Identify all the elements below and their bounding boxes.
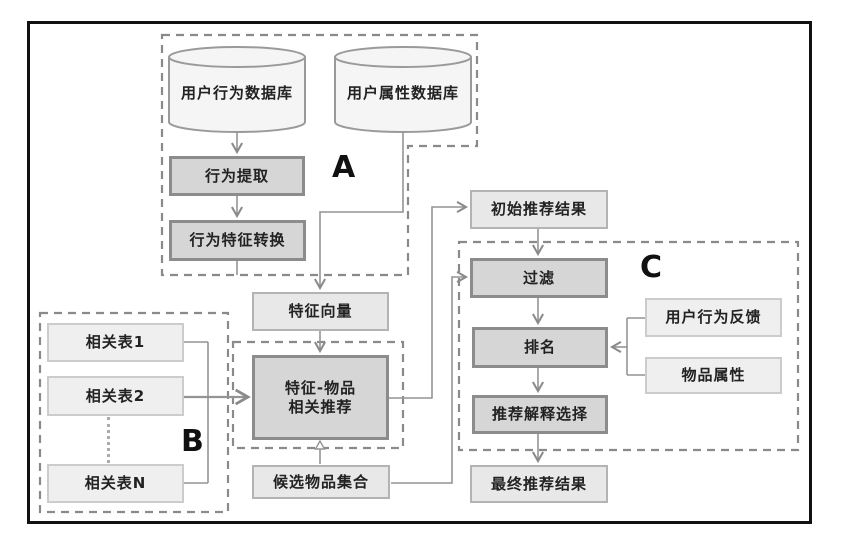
feature-item-recommend-label-line1: 特征-物品 xyxy=(284,378,357,397)
initial-results-label: 初始推荐结果 xyxy=(490,200,587,219)
user-attribute-database-label: 用户属性数据库 xyxy=(346,84,459,102)
behavior-extraction-label: 行为提取 xyxy=(204,166,269,185)
group-c-label: C xyxy=(640,250,663,285)
group-a-dashed-outline xyxy=(160,33,479,277)
ranking-box: 排名 xyxy=(472,327,608,368)
edge-candidate-to-filter xyxy=(391,270,469,484)
feature-vector-label: 特征向量 xyxy=(288,302,353,321)
group-b-dashed-outline xyxy=(38,311,230,514)
related-tables-ellipsis xyxy=(107,417,110,463)
edge-attrdb-to-featurevector xyxy=(313,133,404,291)
feature-item-recommend-label-line2: 相关推荐 xyxy=(288,397,353,416)
related-table-2-box: 相关表2 xyxy=(47,376,184,416)
explanation-selection-label: 推荐解释选择 xyxy=(491,405,588,424)
user-behavior-database: 用户行为数据库 xyxy=(169,82,305,103)
edge-candidate-arrowhead xyxy=(314,439,326,450)
behavior-extraction-box: 行为提取 xyxy=(169,156,305,196)
filter-label: 过滤 xyxy=(522,268,555,287)
initial-results-box: 初始推荐结果 xyxy=(470,190,608,229)
feature-vector-box: 特征向量 xyxy=(252,292,389,331)
final-results-label: 最终推荐结果 xyxy=(490,474,587,493)
ranking-label: 排名 xyxy=(523,338,556,357)
feature-item-recommend-box: 特征-物品 相关推荐 xyxy=(252,355,389,440)
behavior-feature-conversion-label: 行为特征转换 xyxy=(189,231,286,250)
final-results-box: 最终推荐结果 xyxy=(470,465,608,503)
user-attribute-database: 用户属性数据库 xyxy=(335,82,471,103)
related-table-2-label: 相关表2 xyxy=(85,386,146,405)
group-a-label: A xyxy=(332,150,356,185)
figure-border xyxy=(27,21,812,524)
related-table-1-label: 相关表1 xyxy=(85,333,146,352)
item-attributes-box: 物品属性 xyxy=(645,357,782,394)
related-table-n-label: 相关表N xyxy=(84,474,147,493)
explanation-selection-box: 推荐解释选择 xyxy=(472,395,608,434)
behavior-feature-conversion-box: 行为特征转换 xyxy=(169,220,306,261)
user-behavior-feedback-label: 用户行为反馈 xyxy=(665,308,762,327)
edge-recommend-to-initial xyxy=(389,200,469,399)
filter-box: 过滤 xyxy=(470,258,608,298)
group-c-dashed-outline xyxy=(457,240,800,452)
user-attribute-database-shape xyxy=(334,46,472,133)
candidate-item-set-box: 候选物品集合 xyxy=(252,465,390,499)
user-behavior-feedback-box: 用户行为反馈 xyxy=(645,298,782,337)
related-table-1-box: 相关表1 xyxy=(47,323,184,362)
user-behavior-database-shape xyxy=(168,46,306,133)
user-behavior-database-label: 用户行为数据库 xyxy=(180,84,293,102)
group-b-label: B xyxy=(181,424,204,459)
candidate-item-set-label: 候选物品集合 xyxy=(272,472,369,491)
related-table-n-box: 相关表N xyxy=(47,464,184,503)
item-attributes-label: 物品属性 xyxy=(681,366,746,385)
